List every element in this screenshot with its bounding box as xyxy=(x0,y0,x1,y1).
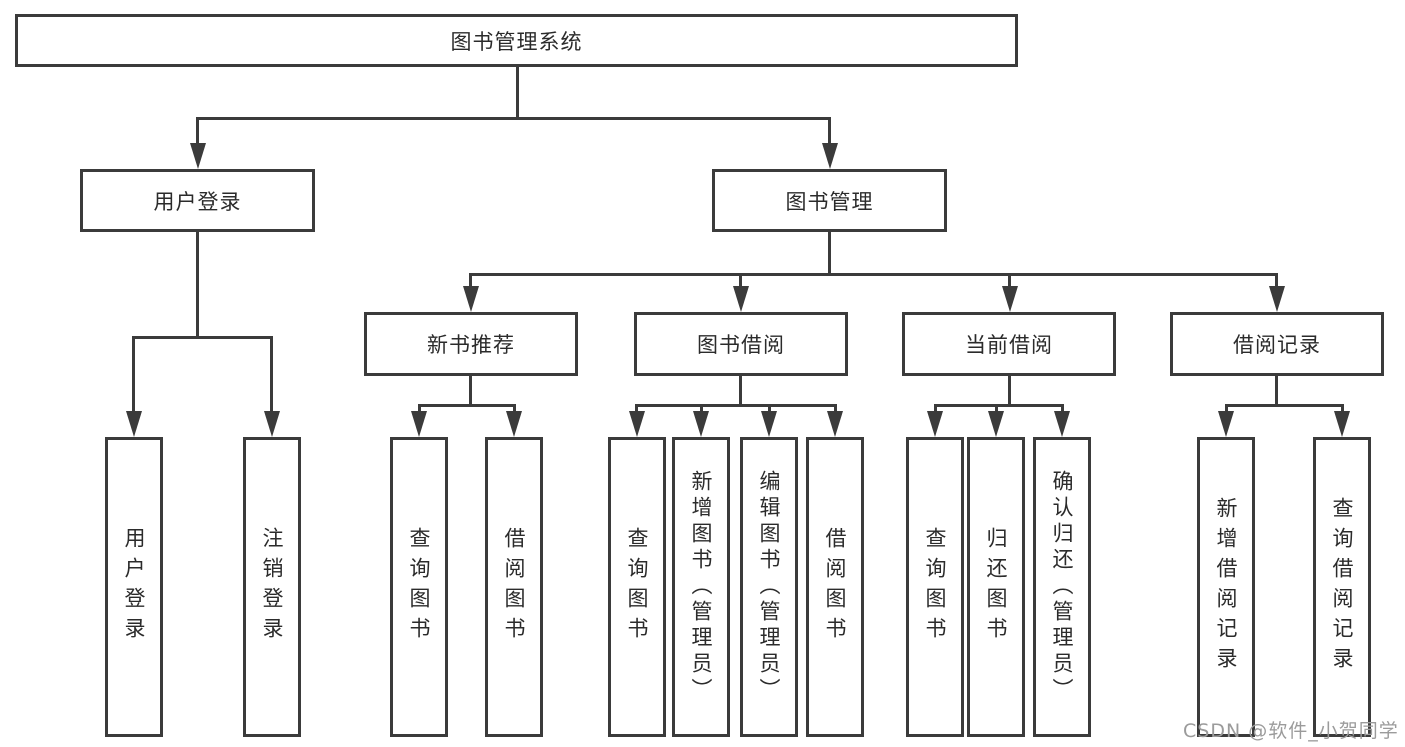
arrow-down-icon xyxy=(693,411,709,437)
leaf-borrow-books: 借阅图书 xyxy=(806,437,864,737)
connector-line xyxy=(700,404,703,414)
arrow-down-icon xyxy=(411,411,427,437)
node-label: 用户登录 xyxy=(122,527,146,647)
connector-line xyxy=(469,273,472,289)
connector-line xyxy=(132,336,135,414)
node-label: 新书推荐 xyxy=(427,333,515,357)
node-new-book-recommendation: 新书推荐 xyxy=(364,312,578,376)
connector-line xyxy=(516,67,519,117)
connector-line xyxy=(1225,404,1228,414)
node-borrowing-records: 借阅记录 xyxy=(1170,312,1384,376)
connector-line xyxy=(1008,375,1011,406)
connector-line xyxy=(1008,273,1011,289)
connector-line xyxy=(934,404,937,414)
csdn-watermark: CSDN @软件_小贺同学 xyxy=(1183,720,1399,742)
connector-line xyxy=(934,404,1064,407)
connector-line xyxy=(828,232,831,273)
connector-line xyxy=(513,404,516,414)
node-label: 确认归还（管理员） xyxy=(1050,470,1074,704)
node-current-borrowing: 当前借阅 xyxy=(902,312,1116,376)
node-label: 新增图书（管理员） xyxy=(689,470,713,704)
arrow-down-icon xyxy=(988,411,1004,437)
leaf-query-books-recommend: 查询图书 xyxy=(390,437,448,737)
connector-line xyxy=(196,117,831,120)
connector-line xyxy=(1275,375,1278,406)
arrow-down-icon xyxy=(761,411,777,437)
connector-line xyxy=(828,117,831,147)
node-label: 查询图书 xyxy=(407,527,431,647)
connector-line xyxy=(469,375,472,406)
leaf-confirm-return-admin: 确认归还（管理员） xyxy=(1033,437,1091,737)
connector-line xyxy=(995,404,998,414)
node-label: 图书管理 xyxy=(785,189,874,214)
connector-line xyxy=(1341,404,1344,414)
leaf-user-login: 用户登录 xyxy=(105,437,163,737)
arrow-down-icon xyxy=(264,411,280,437)
connector-line xyxy=(739,375,742,406)
node-user-login: 用户登录 xyxy=(80,169,315,232)
arrow-down-icon xyxy=(1269,286,1285,312)
leaf-borrow-books-recommend: 借阅图书 xyxy=(485,437,543,737)
leaf-query-books-current: 查询图书 xyxy=(906,437,964,737)
node-label: 编辑图书（管理员） xyxy=(757,470,781,704)
arrow-down-icon xyxy=(733,286,749,312)
node-label: 借阅图书 xyxy=(502,527,526,647)
leaf-logout: 注销登录 xyxy=(243,437,301,737)
node-label: 新增借阅记录 xyxy=(1214,497,1238,677)
node-label: 查询图书 xyxy=(625,527,649,647)
arrow-down-icon xyxy=(1054,411,1070,437)
connector-line xyxy=(1225,404,1344,407)
connector-line xyxy=(196,117,199,147)
connector-line xyxy=(768,404,771,414)
connector-line xyxy=(418,404,516,407)
connector-line xyxy=(1275,273,1278,289)
node-label: 归还图书 xyxy=(984,527,1008,647)
node-book-borrowing: 图书借阅 xyxy=(634,312,848,376)
arrow-down-icon xyxy=(827,411,843,437)
node-library-management-system: 图书管理系统 xyxy=(15,14,1018,67)
connector-line xyxy=(635,404,638,414)
connector-line xyxy=(834,404,837,414)
leaf-return-books: 归还图书 xyxy=(967,437,1025,737)
node-label: 查询借阅记录 xyxy=(1330,497,1354,677)
arrow-down-icon xyxy=(927,411,943,437)
node-label: 注销登录 xyxy=(260,527,284,647)
node-label: 借阅图书 xyxy=(823,527,847,647)
leaf-query-books-borrow: 查询图书 xyxy=(608,437,666,737)
leaf-add-books-admin: 新增图书（管理员） xyxy=(672,437,730,737)
arrow-down-icon xyxy=(463,286,479,312)
arrow-down-icon xyxy=(1002,286,1018,312)
arrow-down-icon xyxy=(506,411,522,437)
node-label: 用户登录 xyxy=(153,189,242,214)
node-label: 图书借阅 xyxy=(697,333,785,357)
leaf-add-borrow-record: 新增借阅记录 xyxy=(1197,437,1255,737)
connector-line xyxy=(418,404,421,414)
arrow-down-icon xyxy=(190,143,206,169)
connector-line xyxy=(132,336,273,339)
connector-line xyxy=(739,273,742,289)
connector-line xyxy=(635,404,837,407)
arrow-down-icon xyxy=(1218,411,1234,437)
arrow-down-icon xyxy=(629,411,645,437)
connector-line xyxy=(1061,404,1064,414)
node-label: 借阅记录 xyxy=(1233,333,1321,357)
node-book-management: 图书管理 xyxy=(712,169,947,232)
node-label: 当前借阅 xyxy=(965,333,1053,357)
connector-line xyxy=(196,232,199,336)
connector-line xyxy=(270,336,273,414)
leaf-query-borrow-record: 查询借阅记录 xyxy=(1313,437,1371,737)
leaf-edit-books-admin: 编辑图书（管理员） xyxy=(740,437,798,737)
node-label: 图书管理系统 xyxy=(450,29,583,54)
connector-line xyxy=(469,273,1278,276)
arrow-down-icon xyxy=(1334,411,1350,437)
arrow-down-icon xyxy=(822,143,838,169)
arrow-down-icon xyxy=(126,411,142,437)
node-label: 查询图书 xyxy=(923,527,947,647)
